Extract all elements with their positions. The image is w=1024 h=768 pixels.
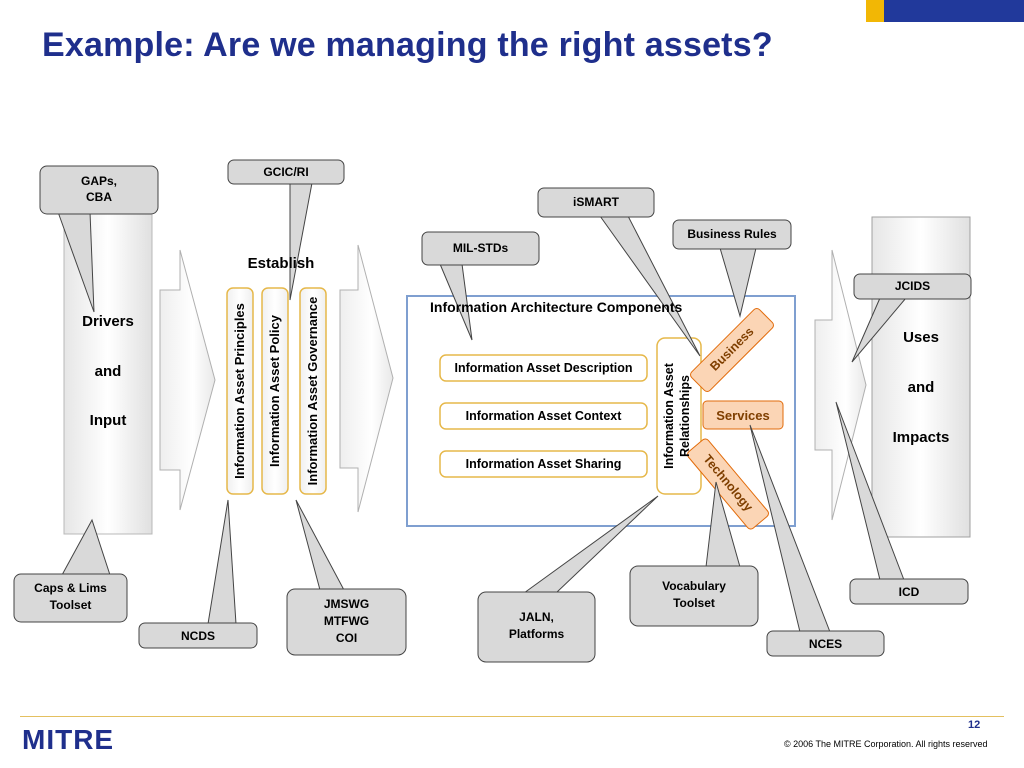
establish-label: Establish [247,255,315,272]
relationships-line1: Information Asset [662,363,676,469]
jaln-callout-text: JALN, Platforms [478,609,595,643]
iac-item-description-box [439,354,648,382]
jcids-callout [853,273,972,300]
jmswg-callout-line2: MTFWG [323,614,370,628]
chevron-arrow-2 [339,244,394,513]
jaln-callout [477,591,596,663]
vocabulary-callout-text: Vocabulary Toolset [630,578,758,612]
slide-title: Example: Are we managing the right asset… [42,26,773,64]
milstds-callout-text: MIL-STDs [452,241,509,255]
corner-accent-blue [884,0,1024,22]
page-number: 12 [968,719,981,731]
uses-line2: and [907,379,935,396]
gcic-callout-tail [289,182,313,301]
caps-callout-line2: Toolset [49,598,92,612]
jcids-callout-text: JCIDS [894,279,931,293]
icd-callout-text: ICD [898,585,920,599]
jaln-callout-line1: JALN, [519,610,554,624]
uses-line3: Impacts [892,429,950,446]
iac-item-sharing: Information Asset Sharing [465,457,622,471]
milstds-callout [421,231,540,266]
mitre-logo: MITRE [22,724,115,755]
iac-item-context: Information Asset Context [465,409,622,423]
gaps-callout-line2: CBA [86,190,112,204]
services-box [702,400,784,430]
ismart-callout-text: iSMART [573,195,619,209]
gcic-callout-text: GCIC/RI [263,165,309,179]
gaps-callout-line1: GAPs, [80,174,117,188]
footer-divider [20,716,1004,717]
jmswg-callout-tail [295,499,345,591]
caps-callout [13,573,128,623]
pill-policy [261,287,289,495]
iac-title: Information Architecture Components [430,299,683,315]
business-box [690,308,774,392]
iac-item-sharing-box [439,450,648,478]
copyright-notice: © 2006 The MITRE Corporation. All rights… [784,739,988,749]
services-label: Services [716,408,770,423]
pill-governance-label: Information Asset Governance [305,296,320,486]
uses-line1: Uses [903,329,939,346]
iac-item-context-box [439,402,648,430]
business-rules-callout-text: Business Rules [687,227,777,241]
icd-callout [849,578,969,605]
caps-callout-text: Caps & Lims Toolset [14,580,127,614]
gaps-callout-text: GAPs, CBA [40,173,158,205]
ncds-callout [138,622,258,649]
jmswg-callout-text: JMSWG MTFWG COI [287,596,406,647]
ncds-callout-text: NCDS [180,629,215,643]
pill-principles-label: Information Asset Principles [232,303,247,479]
vocabulary-callout [629,565,759,627]
jmswg-callout-line3: COI [335,631,358,645]
nces-callout-text: NCES [808,637,843,651]
vocabulary-callout-line2: Toolset [673,596,715,610]
nces-callout [766,630,885,657]
business-rules-callout [672,219,792,250]
iac-item-description: Information Asset Description [454,361,633,375]
jmswg-callout [286,588,407,656]
corner-accent-gold [866,0,884,22]
jaln-callout-line2: Platforms [508,627,565,641]
drivers-line3: Input [89,412,127,429]
pill-principles [226,287,254,495]
relationships-label: Information Asset Relationships [661,356,697,476]
uses-column [871,216,971,538]
gaps-callout [39,165,159,215]
vocabulary-callout-line1: Vocabulary [662,579,726,593]
ismart-callout [537,187,655,218]
relationships-line2: Relationships [678,375,692,457]
gcic-callout [227,159,345,185]
drivers-line1: Drivers [82,313,134,330]
jmswg-callout-line1: JMSWG [323,597,370,611]
chevron-arrow-1 [159,249,216,511]
ncds-callout-tail [207,499,237,625]
drivers-line2: and [94,363,122,380]
pill-governance [299,287,327,495]
pill-policy-label: Information Asset Policy [267,315,282,467]
caps-callout-line1: Caps & Lims [34,581,107,595]
